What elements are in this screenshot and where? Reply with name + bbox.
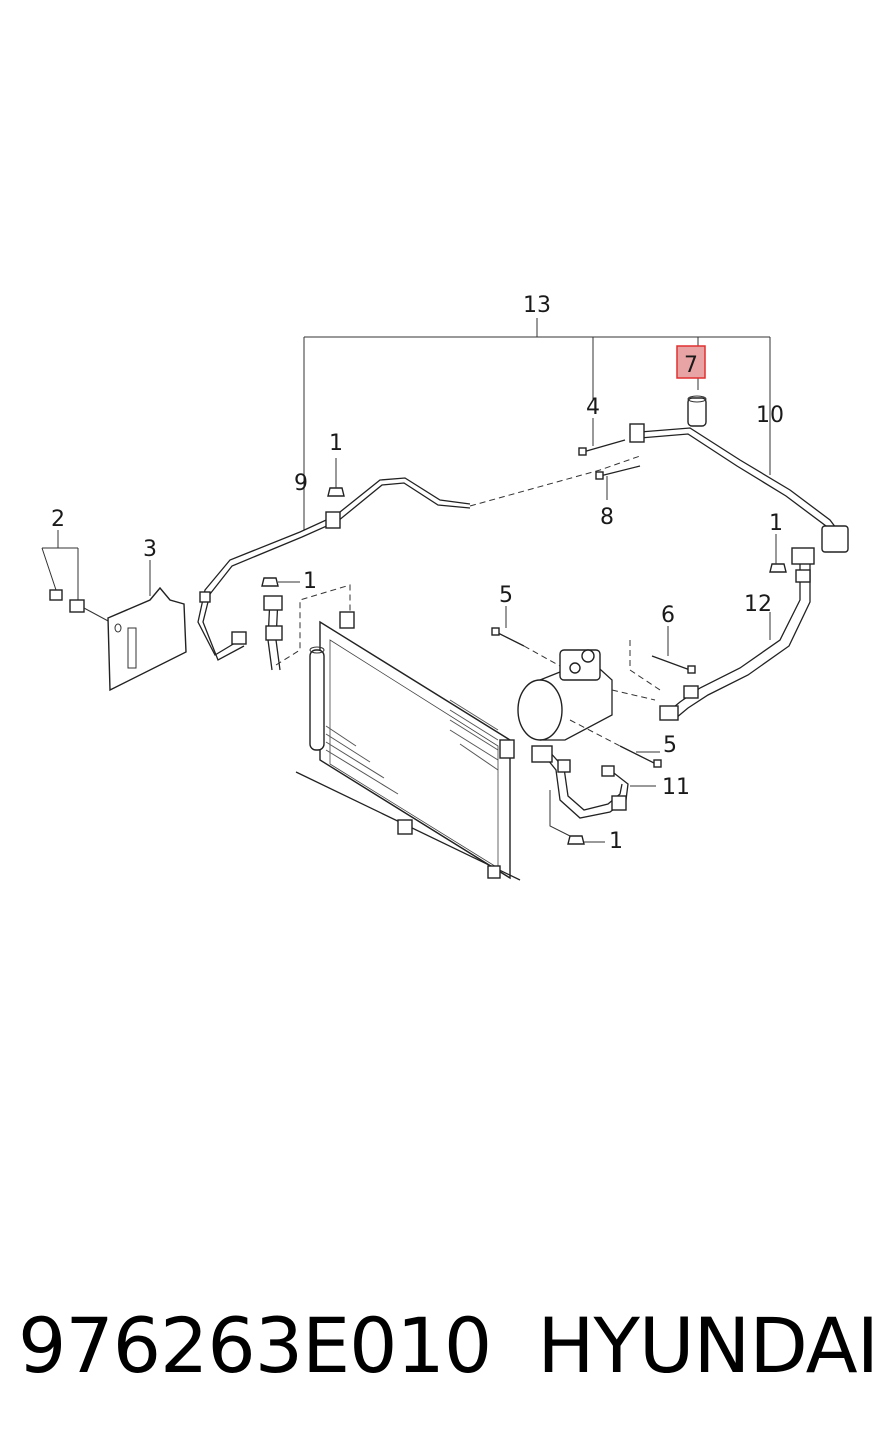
callout-1-right: 1 <box>769 511 783 536</box>
brand-name: HYUNDAI <box>537 1300 879 1390</box>
callout-2: 2 <box>51 507 65 532</box>
callout-8: 8 <box>600 505 614 530</box>
bolt-4[interactable] <box>578 439 626 456</box>
condenser-part[interactable] <box>295 611 521 881</box>
bolt-8[interactable] <box>595 465 641 480</box>
nut-1-middle[interactable] <box>261 577 279 587</box>
callout-11: 11 <box>662 775 690 800</box>
part-number: 976263E010 <box>18 1300 492 1390</box>
bolt-6[interactable] <box>651 655 696 674</box>
nut-1-top[interactable] <box>327 487 345 497</box>
callout-3: 3 <box>143 537 157 562</box>
callout-6: 6 <box>661 603 675 628</box>
small-pipe-left[interactable] <box>263 595 283 671</box>
compressor-part[interactable] <box>517 649 613 741</box>
callout-1-middle: 1 <box>303 569 317 594</box>
callout-4: 4 <box>586 395 600 420</box>
callout-13: 13 <box>523 293 551 318</box>
callout-9: 9 <box>294 471 308 496</box>
callout-12: 12 <box>744 592 772 617</box>
highlight-box-7[interactable] <box>676 345 706 379</box>
callout-7: 7 <box>684 353 698 378</box>
receiver-drier-part[interactable] <box>687 395 707 427</box>
bolt-5-bottom[interactable] <box>619 745 662 768</box>
pipe-9[interactable] <box>197 477 471 661</box>
callout-5-bottom: 5 <box>663 733 677 758</box>
bracket-3[interactable] <box>107 586 187 692</box>
caption-bar: 976263E010 HYUNDAI <box>18 1290 879 1400</box>
callout-5-top: 5 <box>499 583 513 608</box>
hose-11[interactable] <box>531 745 629 819</box>
callout-1-top: 1 <box>329 431 343 456</box>
bolt-5-top[interactable] <box>491 627 525 647</box>
nut-1-bottom[interactable] <box>567 835 585 845</box>
pipe-10[interactable] <box>629 423 849 553</box>
callout-10: 10 <box>756 403 784 428</box>
bolts-2[interactable] <box>41 547 85 613</box>
hose-12[interactable] <box>659 547 815 721</box>
parts-diagram: 13 7 4 10 1 9 8 1 2 3 1 5 6 12 5 11 1 <box>41 293 849 881</box>
nut-1-right[interactable] <box>769 563 787 573</box>
callout-1-bottom: 1 <box>609 829 623 854</box>
